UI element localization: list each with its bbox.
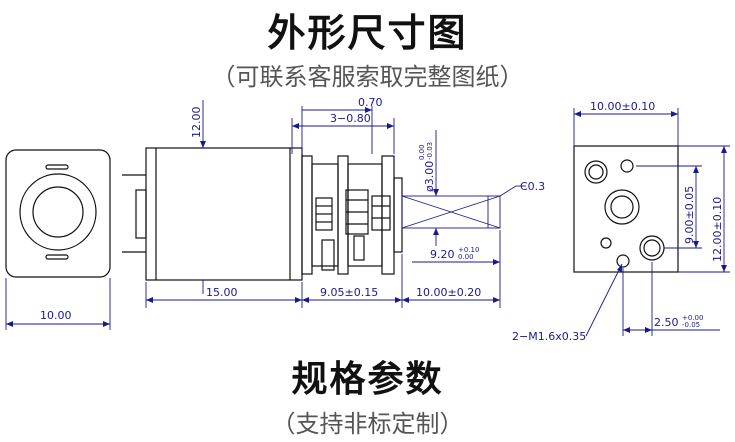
front-view-inner-ring [32,186,84,238]
side-250-label: 2.50 [654,316,679,329]
end-cap [135,189,147,239]
flat-920-tol-bottom: 0.00 [458,253,474,261]
gear-train [315,189,391,271]
end-view-hole-top-left [584,160,608,184]
gearbox-plate-1 [301,155,313,275]
shaft-dia-tol-top: 0.00 [418,144,426,160]
side-width-label: 10.00±0.10 [590,100,655,113]
output-shaft [401,195,501,229]
chamfer-label: C0.3 [520,180,545,193]
specs-subtitle: （支持非标定制） [271,410,464,438]
motor-body [145,147,303,281]
front-width-label: 10.00 [40,309,72,322]
flat-920-tol-top: +0.10 [458,246,479,254]
end-view-shaft-boss [604,189,640,225]
side-250-tol-top: +0.00 [682,314,703,322]
end-view-pin-top [620,159,634,173]
end-view-screw-hole [616,254,630,268]
side-250-tol-bottom: -0.05 [682,321,700,329]
end-view-pin-bottom [600,237,612,249]
shaft-length-label: 10.00±0.20 [416,286,481,299]
end-view: 10.00±0.10 9.00±0.05 12.00±0.10 2−M1.6x0… [512,100,730,343]
specs-title: 规格参数 [291,359,444,400]
offset-380-label: 3−0.80 [330,112,371,125]
front-view: 10.00 [5,149,111,330]
motor-height-label: 12.00 [190,107,203,139]
motor-length-label: 15.00 [206,286,238,299]
offset-070-label: 0.70 [358,96,383,109]
screw-label: 2−M1.6x0.35 [512,330,586,343]
gearbox-plate-3 [381,155,395,275]
page-title: 外形尺寸图 [267,11,468,55]
end-view-outline [573,145,679,273]
side-900-label: 9.00±0.05 [683,186,696,244]
shaft-dia-tol-bottom: -0.03 [426,142,434,160]
shaft-dia-label: ø3.00 [423,161,436,192]
page-subtitle: （可联系客服索取完整图纸） [211,63,524,91]
side-view: 15.00 9.05±0.15 10.00±0.20 12.00 0.70 3−… [122,96,545,308]
gearbox-length-label: 9.05±0.15 [320,286,378,299]
front-view-outer-ring [19,173,97,251]
gearbox-body-2 [347,163,383,267]
front-view-slot-top [45,164,69,170]
front-view-outline [5,149,111,278]
gearbox-boss [393,177,403,253]
side-1200-label: 12.00±0.10 [711,197,724,262]
front-view-slot-bottom [45,254,69,260]
flat-920-label: 9.20 [430,248,455,261]
